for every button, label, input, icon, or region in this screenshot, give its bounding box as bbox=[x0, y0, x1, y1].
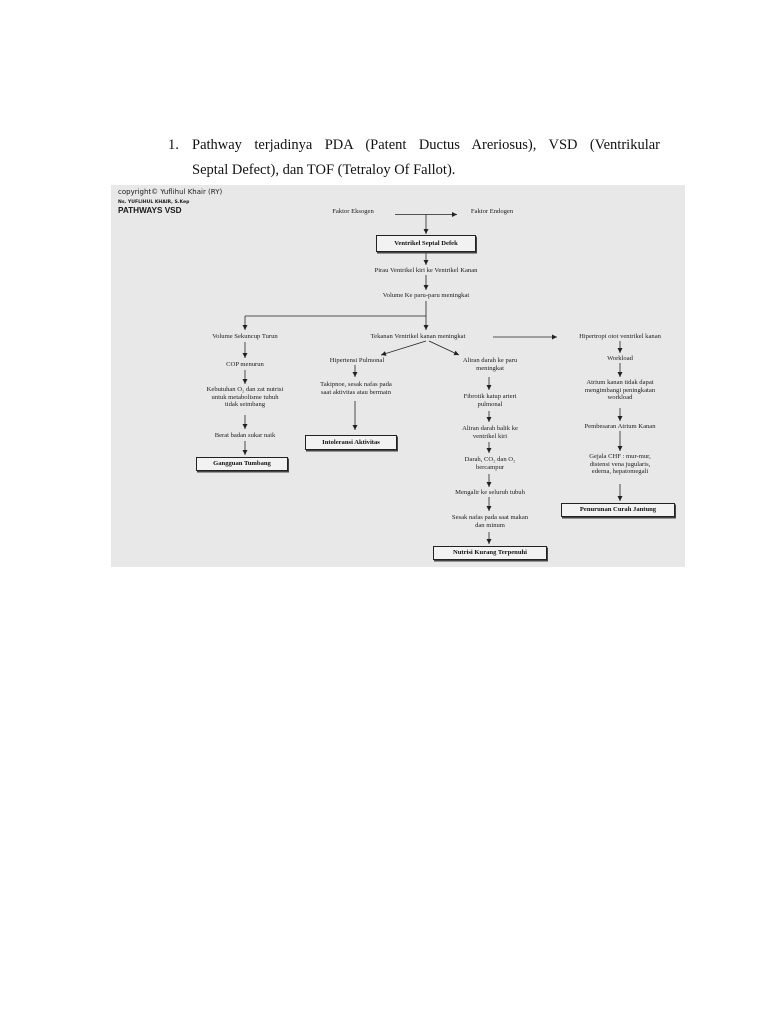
cop-menurun-text: COP menurun bbox=[226, 361, 264, 368]
volume-sekuncup-text: Volume Sekuncup Turun bbox=[212, 333, 278, 340]
darah-bercampur-text: Darah, CO₂ dan O₂ bercampur bbox=[441, 456, 539, 471]
fibrotik-text: Fibrotik katup arteri pulmonal bbox=[441, 393, 539, 408]
atrium-line-2: mengimbangi peningkatan bbox=[584, 386, 656, 394]
box-gangguan-tumbang: Gangguan Tumbang bbox=[196, 457, 288, 471]
volume-paru-text: Volume Ke paru-paru meningkat bbox=[382, 292, 470, 299]
kebutuhan-text: Kebutuhan O₂ dan zat nutrisi untuk metab… bbox=[181, 386, 309, 409]
hipertensi-pulmonal-text: Hipertensi Pulmonal bbox=[329, 357, 385, 364]
aliran-balik-line-2: ventrikel kiri bbox=[472, 432, 508, 440]
kebutuhan-line-1: Kebutuhan O₂ dan zat nutrisi bbox=[206, 386, 284, 393]
author-text: Ns. YUFLIHUL KHAIR, S.Kep bbox=[118, 200, 190, 205]
box-penurunan-curah-jantung: Penurunan Curah Jantung bbox=[561, 503, 675, 517]
intro-paragraph: 1. Pathway terjadinya PDA (Patent Ductus… bbox=[168, 133, 660, 183]
workload-text: Workload bbox=[607, 355, 633, 362]
atrium-line-1: Atrium kanan tidak dapat bbox=[586, 379, 654, 386]
fibrotik-line-1: Fibrotik katup arteri bbox=[463, 393, 517, 400]
gejala-chf-text: Gejala CHF : mur-mur, distensi vena jugu… bbox=[559, 453, 681, 476]
box-ventrikel-septal-defek: Ventrikel Septal Defek bbox=[376, 235, 476, 252]
takipnoe-line-2: saat aktivitas atau bermain bbox=[320, 388, 392, 396]
aliran-paru-line-1: Aliran darah ke paru bbox=[462, 357, 518, 364]
darah-line-1: Darah, CO₂ dan O₂ bbox=[464, 456, 516, 463]
gejala-line-1: Gejala CHF : mur-mur, bbox=[589, 453, 651, 460]
diagram-connectors bbox=[242, 212, 623, 544]
atrium-line-3: workload bbox=[607, 394, 633, 402]
kebutuhan-line-3: tidak seimbang bbox=[224, 401, 266, 409]
aliran-balik-line-1: Aliran darah balik ke bbox=[462, 425, 518, 432]
pembesaran-text: Pembesaran Atrium Kanan bbox=[584, 423, 656, 430]
aliran-paru-text: Aliran darah ke paru meningkat bbox=[441, 357, 539, 372]
sesak-line-2: dan minum bbox=[475, 521, 505, 529]
gejala-line-3: ederna, hepatomegali bbox=[591, 468, 649, 476]
intro-line-2: Septal Defect), dan TOF (Tetraloy Of Fal… bbox=[192, 162, 456, 178]
hipertropi-text: Hipertropi otot ventrikel kanan bbox=[579, 333, 661, 340]
gejala-line-2: distensi vena jugularis, bbox=[589, 460, 651, 468]
berat-badan-text: Berat badan sukar naik bbox=[214, 432, 276, 439]
takipnoe-text: Takipnoe, sesak nafas pada saat aktivita… bbox=[297, 381, 415, 396]
pathway-diagram: copyright© Yuflihul Khair (RY) Ns. YUFLI… bbox=[111, 185, 685, 567]
box-intoleransi-aktivitas: Intoleransi Aktivitas bbox=[305, 435, 397, 450]
list-number: 1. bbox=[168, 137, 179, 153]
diagram-title: PATHWAYS VSD bbox=[118, 206, 182, 215]
tekanan-ventrikel-text: Tekanan Ventrikel kanan meningkat bbox=[370, 333, 466, 340]
faktor-eksogen: Faktor Eksogen bbox=[332, 208, 374, 215]
box-nutrisi-kurang-terpenuhi: Nutrisi Kurang Terpenuhi bbox=[433, 546, 547, 560]
faktor-endogen: Faktor Endogen bbox=[470, 208, 514, 215]
atrium-kanan-text: Atrium kanan tidak dapat mengimbangi pen… bbox=[559, 379, 681, 402]
takipnoe-line-1: Takipnoe, sesak nafas pada bbox=[320, 381, 392, 388]
aliran-paru-line-2: meningkat bbox=[476, 364, 504, 372]
darah-line-2: bercampur bbox=[475, 463, 505, 471]
copyright-text: copyright© Yuflihul Khair (RY) bbox=[118, 188, 223, 196]
pirau-text: Pirau Ventrikel kiri ke Ventrikel Kanan bbox=[374, 267, 478, 274]
sesak-line-1: Sesak nafas pada saat makan bbox=[451, 514, 529, 521]
fibrotik-line-2: pulmonal bbox=[477, 400, 503, 408]
mengalir-text: Mengalir ke seluruh tubuh bbox=[455, 489, 525, 496]
kebutuhan-line-2: untuk metabolisme tubuh bbox=[211, 393, 279, 401]
sesak-nafas-text: Sesak nafas pada saat makan dan minum bbox=[426, 514, 554, 529]
aliran-balik-text: Aliran darah balik ke ventrikel kiri bbox=[441, 425, 539, 440]
intro-line-1: Pathway terjadinya PDA (Patent Ductus Ar… bbox=[192, 137, 660, 153]
